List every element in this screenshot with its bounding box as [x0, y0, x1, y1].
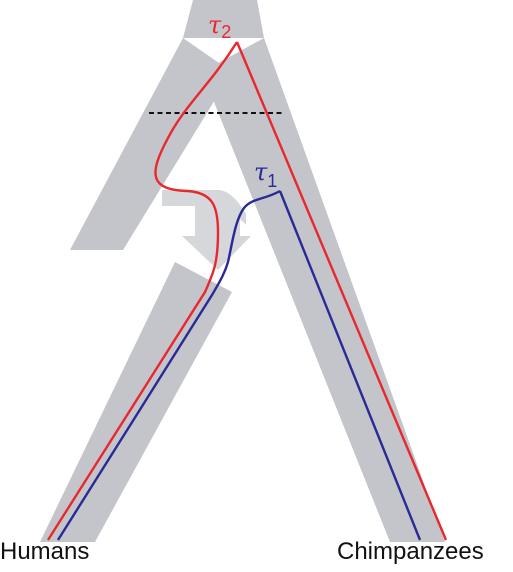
- tau2-label: τ2: [208, 11, 231, 42]
- tau1-label: τ1: [254, 158, 277, 191]
- red-lineage: [46, 41, 448, 541]
- ancestral-left-arm: [70, 38, 232, 250]
- humans-label: Humans: [0, 538, 90, 565]
- tau2-symbol: τ: [208, 11, 222, 39]
- chimpanzee-branch: [202, 38, 445, 542]
- chimpanzees-label: Chimpanzees: [337, 538, 484, 565]
- ancestral-stem: [183, 0, 264, 38]
- tau1-subscript: 1: [267, 171, 277, 191]
- tau1-symbol: τ: [254, 158, 268, 186]
- blue-lineage: [56, 189, 422, 541]
- tau2-subscript: 2: [221, 22, 231, 42]
- introgression-arrow-shaft: [162, 190, 246, 225]
- introgression-arrow: [162, 190, 251, 270]
- species-tree: [40, 0, 445, 542]
